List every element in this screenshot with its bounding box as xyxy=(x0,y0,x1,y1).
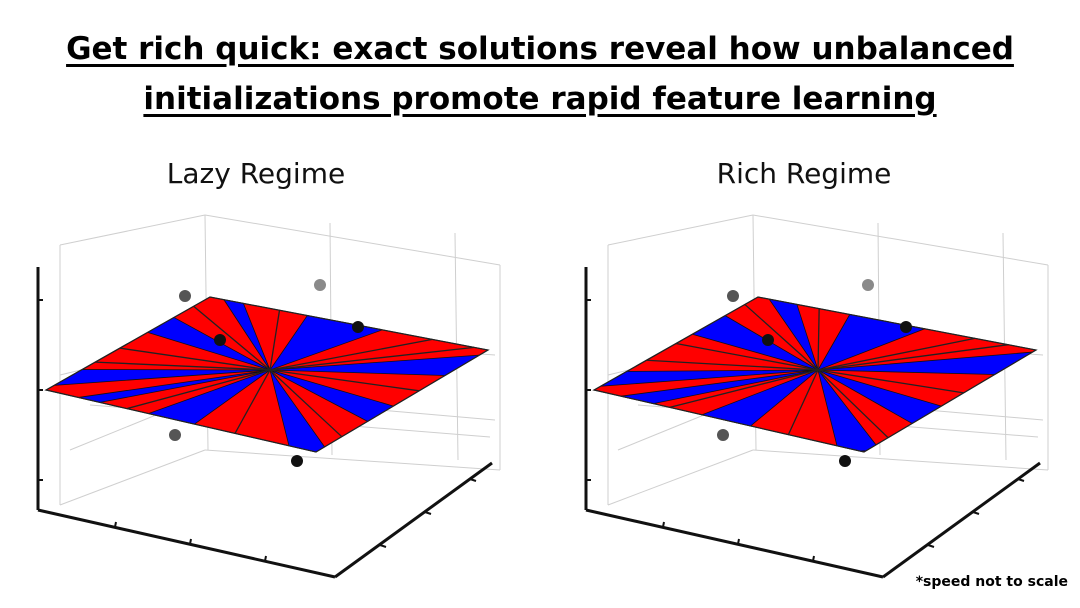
boundary-ray xyxy=(744,303,819,371)
boundary-ray xyxy=(817,308,820,371)
grid-line xyxy=(607,449,754,506)
title-line-1: Get rich quick: exact solutions reveal h… xyxy=(66,31,1014,67)
boundary-ray xyxy=(675,342,819,371)
lazy-regime-plot xyxy=(36,214,501,579)
boundary-ray xyxy=(269,310,281,371)
boundary-ray xyxy=(817,369,964,394)
data-point xyxy=(900,321,912,333)
boundary-ray xyxy=(234,369,271,434)
boundary-ray xyxy=(817,369,889,439)
plane-outline xyxy=(592,296,1038,453)
y-axis-tick xyxy=(379,544,387,548)
rich-regime-plot xyxy=(584,214,1049,579)
data-point xyxy=(862,279,874,291)
x-axis-line xyxy=(585,508,884,579)
grid-line xyxy=(59,449,206,506)
data-point xyxy=(717,429,729,441)
x-axis-tick xyxy=(114,521,117,528)
grid-line xyxy=(752,449,1049,471)
boundary-ray xyxy=(787,369,819,435)
data-point xyxy=(314,279,326,291)
page-title: Get rich quick: exact solutions reveal h… xyxy=(0,24,1080,124)
x-axis-tick xyxy=(812,555,815,562)
x-axis-line xyxy=(37,508,336,579)
y-axis-tick xyxy=(972,511,980,515)
boundary-ray xyxy=(817,344,1009,371)
y-axis-line xyxy=(334,461,493,579)
boundary-ray xyxy=(119,347,271,371)
x-axis-tick xyxy=(737,538,740,545)
data-point xyxy=(169,429,181,441)
y-axis-tick xyxy=(424,511,432,515)
rich-regime-title: Rich Regime xyxy=(716,157,892,190)
y-axis-tick xyxy=(927,544,935,548)
data-point xyxy=(214,334,226,346)
data-point xyxy=(839,455,851,467)
grid-line xyxy=(752,214,1049,266)
y-axis-tick xyxy=(1017,478,1025,482)
boundary-ray xyxy=(126,369,271,410)
boundary-ray xyxy=(269,346,475,371)
data-point xyxy=(291,455,303,467)
y-axis-tick xyxy=(469,478,477,482)
data-point xyxy=(762,334,774,346)
lazy-regime-title: Lazy Regime xyxy=(166,157,346,190)
boundary-ray xyxy=(95,361,271,371)
x-axis-tick xyxy=(189,538,192,545)
y-axis-line xyxy=(882,461,1041,579)
grid-line xyxy=(59,214,206,246)
boundary-ray xyxy=(669,369,819,408)
boundary-ray xyxy=(817,337,975,371)
footnote: *speed not to scale xyxy=(915,574,1068,590)
grid-line xyxy=(204,449,501,471)
plane-outline xyxy=(44,296,490,453)
grid-line xyxy=(607,214,754,246)
boundary-ray xyxy=(193,305,271,371)
boundary-ray xyxy=(646,359,819,371)
boundary-ray xyxy=(269,338,433,371)
title-line-2: initializations promote rapid feature le… xyxy=(143,81,937,117)
data-point xyxy=(179,290,191,302)
boundary-ray xyxy=(269,369,343,438)
data-point xyxy=(727,290,739,302)
x-axis-tick xyxy=(662,521,665,528)
grid-line xyxy=(204,214,501,266)
data-point xyxy=(352,321,364,333)
x-axis-tick xyxy=(264,555,267,562)
boundary-ray xyxy=(269,369,420,392)
